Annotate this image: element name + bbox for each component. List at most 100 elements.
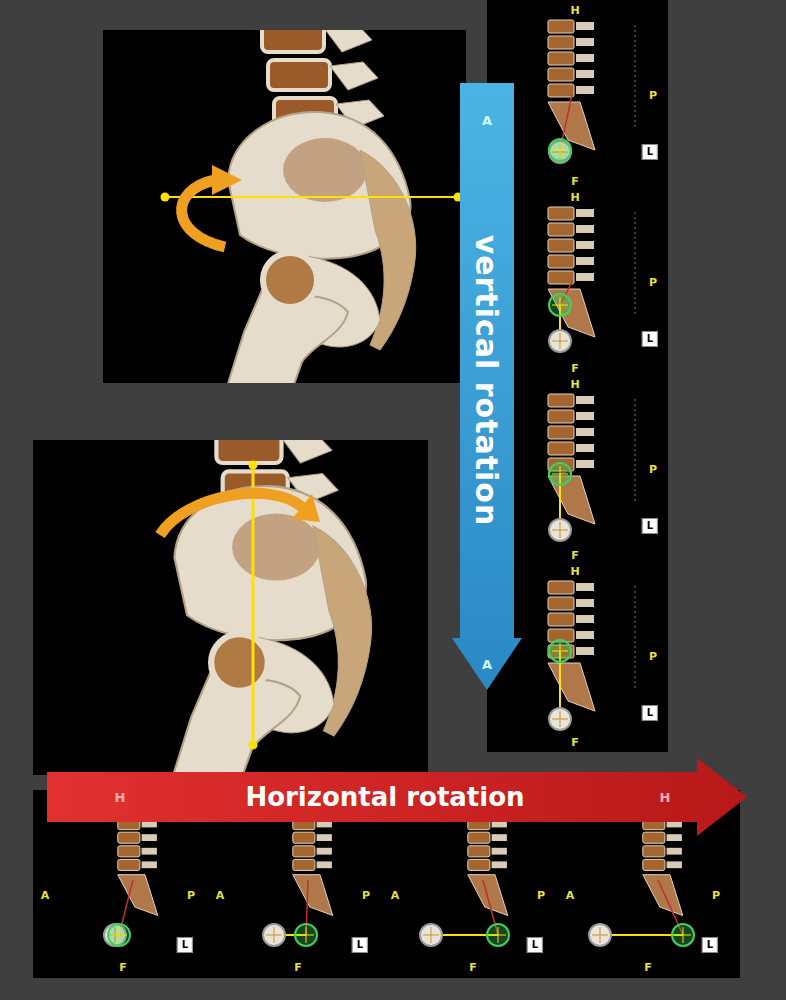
vertebra [268,60,330,90]
thumb-vertebra [548,613,574,626]
orientation-box: L [527,937,543,953]
thumb-process [576,412,594,420]
axis-dot [161,193,170,202]
thumb-process [576,460,594,468]
thumb-vertebra [548,394,574,407]
marker-cross [552,466,568,482]
thumb-process [576,241,594,249]
marker-circle [589,924,611,946]
ruler [635,212,636,317]
thumb-process [576,428,594,436]
marker-cross [552,297,568,313]
thumb-vertebra [468,859,490,870]
femoral-head [211,634,268,691]
orientation-letter: H [570,566,579,577]
orientation-letter: A [391,890,400,901]
marker-circle [549,330,571,352]
thumb-vertebra [118,832,140,843]
thumb-sacrum [548,289,595,337]
orientation-letter: H [570,5,579,16]
orientation-letter: H [570,379,579,390]
marker-cross [552,711,568,727]
marker-circle [549,640,571,662]
iliac-texture [283,138,367,202]
arrow-label: vertical rotation [470,234,505,526]
orientation-letter: A [482,114,492,127]
marker-cross [111,927,127,943]
thumbnail [263,805,333,946]
orientation-letter: P [362,890,370,901]
orientation-letter: P [712,890,720,901]
orientation-letter: H [115,791,126,804]
thumb-vertebra [548,68,574,81]
thumb-vertebra [548,20,574,33]
orientation-box: L [177,937,193,953]
rotation-arrow [160,493,302,535]
femoral-head [263,253,317,307]
orientation-letter: F [469,962,477,973]
thumbnail [548,207,635,352]
orientation-letter: A [216,890,225,901]
thumb-vertebra [548,36,574,49]
axis-line [252,465,255,745]
arrow-body [47,758,747,836]
axis-line [600,934,683,936]
thumb-process [576,647,594,655]
orientation-letter: H [660,791,671,804]
orientation-letter: P [649,277,657,288]
marker-cross [675,927,691,943]
marker-circle [295,924,317,946]
thumb-vertebra [548,271,574,284]
orientation-letter: H [570,192,579,203]
horizontal-arrow: Horizontal rotation [47,758,747,836]
ruler [635,586,636,691]
thumb-vertebra [548,581,574,594]
thumb-vertebra [548,597,574,610]
thumb-sacrum [118,875,158,916]
thumb-vertebra [468,832,490,843]
marker-circle [672,924,694,946]
thumb-vertebra [548,52,574,65]
thumb-process [576,599,594,607]
thumb-vertebra [293,859,315,870]
thumbnail [589,805,694,946]
thumb-process [576,54,594,62]
thumb-process [142,834,157,841]
marker-circle [549,708,571,730]
pelvis-lateral [226,30,416,383]
thumb-process [576,631,594,639]
arrow-body [452,83,522,690]
thumb-process [317,861,332,868]
orientation-box: L [642,705,658,721]
thumb-process [492,834,507,841]
marker-circle [487,924,509,946]
orientation-letter: A [482,658,492,671]
thumb-vertebra [548,239,574,252]
orientation-letter: P [537,890,545,901]
ruler [635,399,636,504]
vertebra-process [324,30,372,52]
thumb-process [492,848,507,855]
thumbnail [548,20,635,163]
thumbnail [548,581,635,730]
orientation-letter: F [571,176,579,187]
thumb-vertebra [118,859,140,870]
thumb-process [317,834,332,841]
marker-cross [592,927,608,943]
orientation-letter: F [571,737,579,748]
marker-circle [263,924,285,946]
orientation-box: L [642,331,658,347]
marker-cross [298,927,314,943]
thumb-process [576,444,594,452]
thumb-vertebra [643,832,665,843]
thumb-process [142,848,157,855]
marker-cross [552,522,568,538]
vertical-arrow: vertical rotation [452,83,522,690]
thumb-process [492,861,507,868]
marker-circle [108,924,130,946]
orientation-box: L [642,144,658,160]
orientation-letter: A [41,890,50,901]
orientation-letter: P [649,90,657,101]
